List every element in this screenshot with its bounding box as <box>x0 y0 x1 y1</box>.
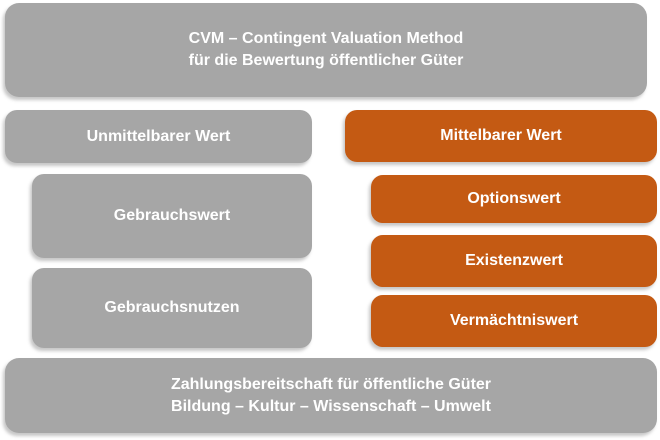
title-line-1: CVM – Contingent Valuation Method <box>188 30 464 47</box>
footer-box: Zahlungsbereitschaft für öffentliche Güt… <box>5 358 657 433</box>
right-column-item-vermaechtniswert: Vermächtniswert <box>371 295 657 347</box>
title-box: CVM – Contingent Valuation Method für di… <box>5 3 647 97</box>
left-column-header-box: Unmittelbarer Wert <box>5 110 312 163</box>
left-column-item-label: Gebrauchsnutzen <box>104 299 240 316</box>
right-column-header-box: Mittelbarer Wert <box>345 110 657 162</box>
left-column-item-gebrauchswert: Gebrauchswert <box>32 174 312 258</box>
title-line-2: für die Bewertung öffentlicher Güter <box>188 52 464 69</box>
right-column-item-label: Optionswert <box>467 190 561 207</box>
right-column-item-label: Vermächtniswert <box>449 312 579 329</box>
footer-line-1: Zahlungsbereitschaft für öffentliche Güt… <box>170 375 492 393</box>
right-column-item-label: Existenzwert <box>465 252 563 269</box>
right-column-header-label: Mittelbarer Wert <box>440 127 562 144</box>
left-column-item-gebrauchsnutzen: Gebrauchsnutzen <box>32 268 312 348</box>
left-column-header-label: Unmittelbarer Wert <box>86 127 231 145</box>
right-column-item-optionswert: Optionswert <box>371 175 657 223</box>
footer-line-2: Bildung – Kultur – Wissenschaft – Umwelt <box>171 397 491 415</box>
right-column-item-existenzwert: Existenzwert <box>371 235 657 287</box>
left-column-item-label: Gebrauchswert <box>113 207 231 224</box>
